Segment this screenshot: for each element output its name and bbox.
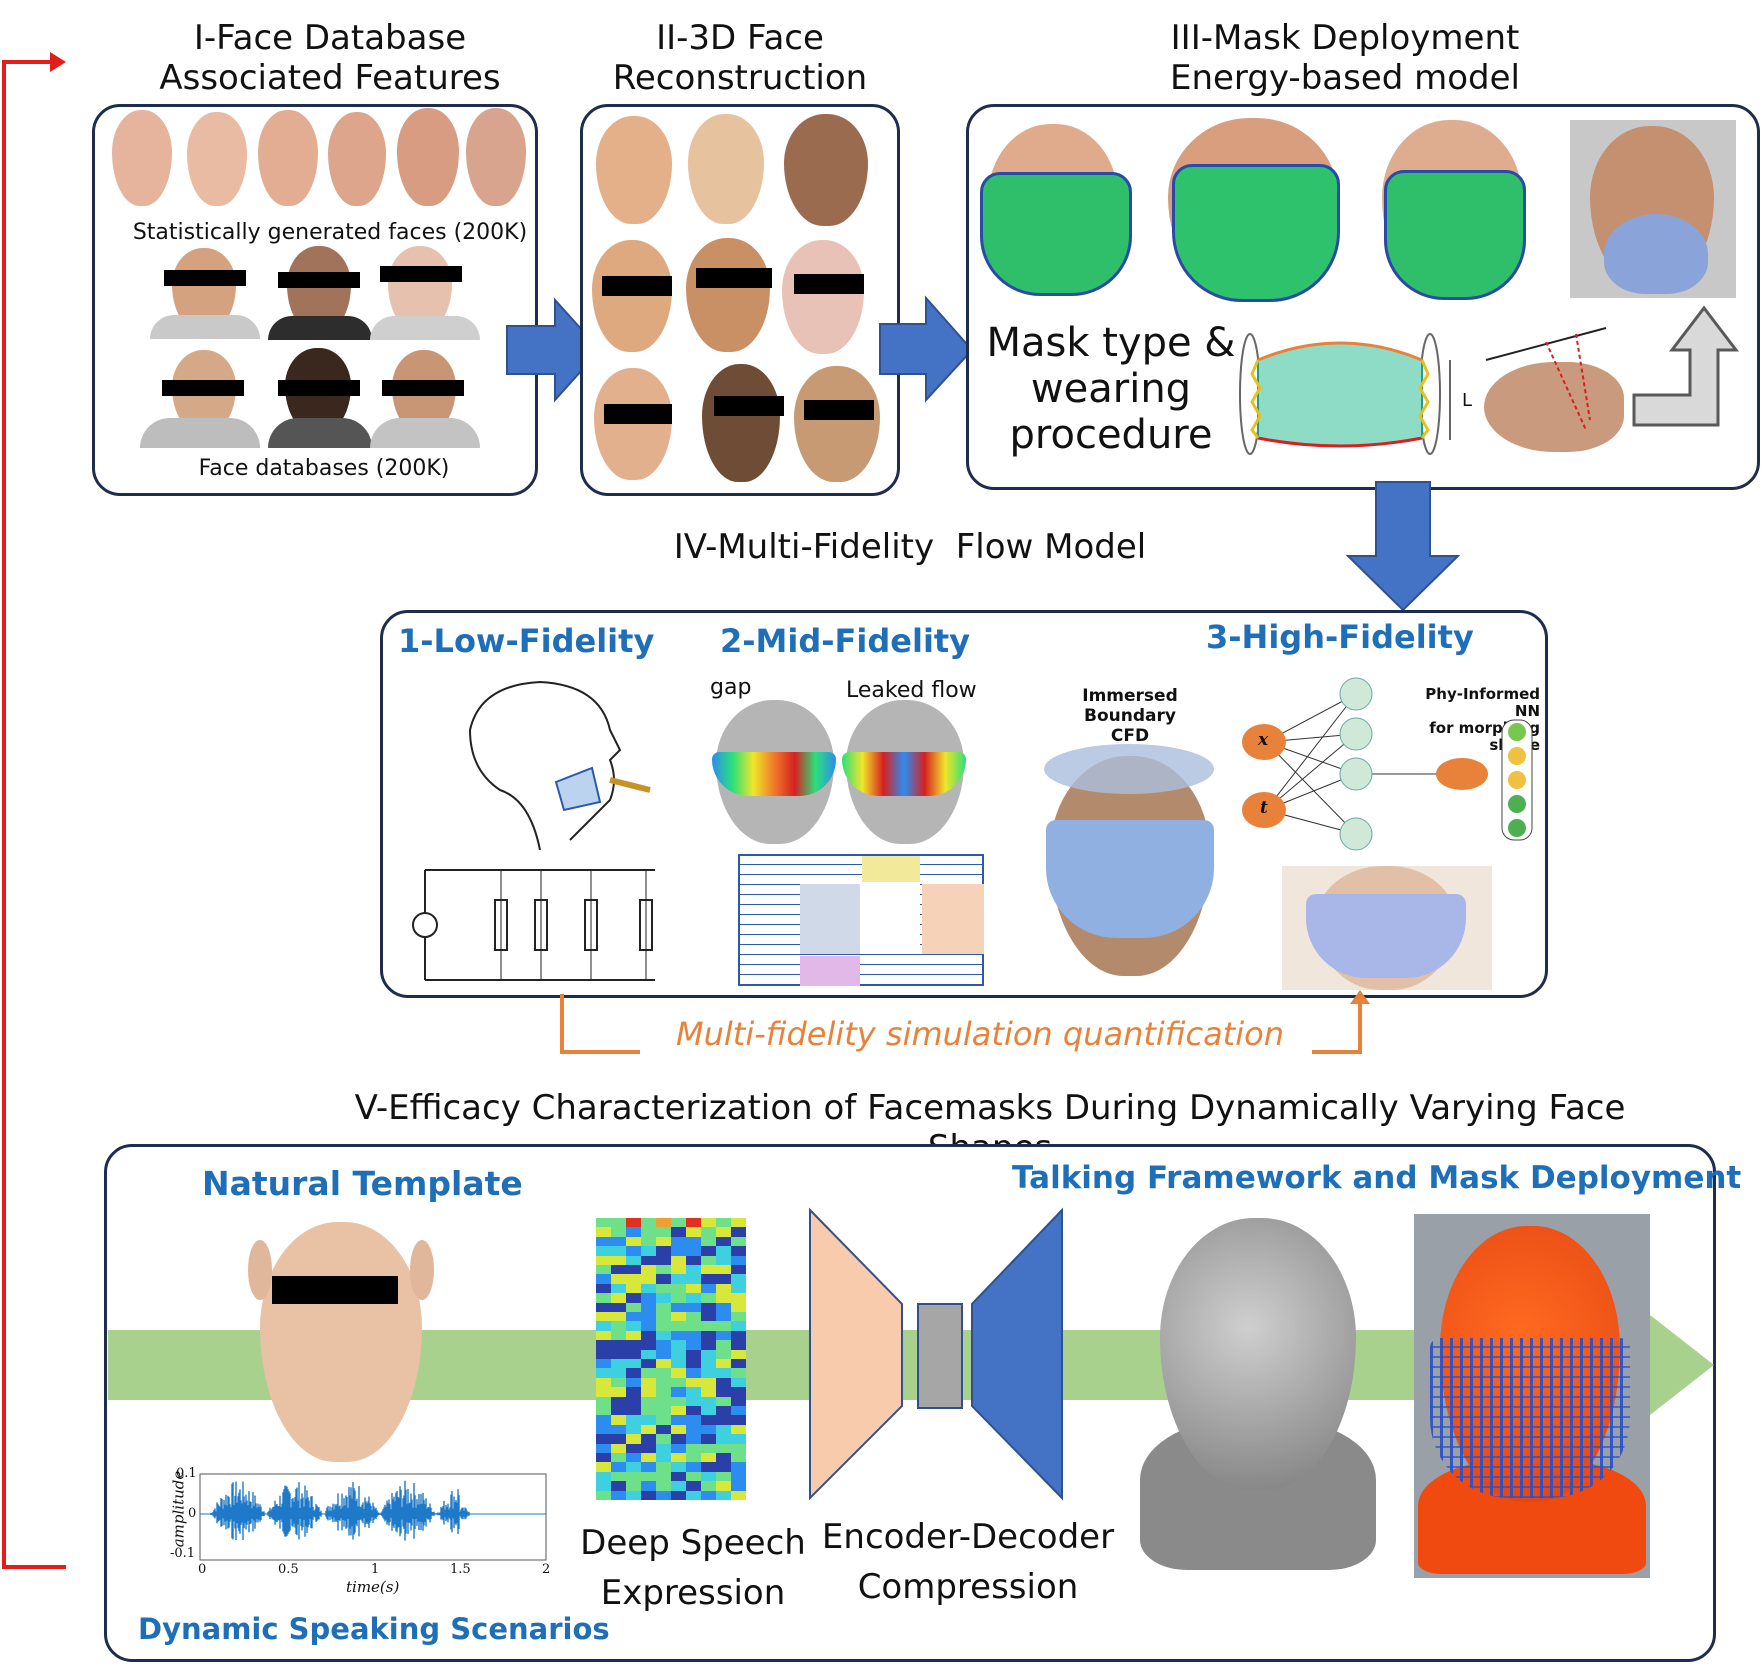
low-fidelity-heading: 1-Low-Fidelity: [398, 622, 655, 660]
waveform-xlabel: time(s): [346, 1578, 400, 1596]
natural-template-heading: Natural Template: [202, 1164, 523, 1203]
mask-schematic: [1239, 333, 1451, 455]
pinn-network: [1242, 677, 1533, 851]
pinn-input-t: t: [1260, 798, 1268, 818]
arrow-stage1-to-2: [506, 297, 602, 403]
arrow-stage3-to-4: [1345, 481, 1461, 612]
waveform-ytick-2: -0.1: [170, 1546, 196, 1561]
face-db-caption: Face databases (200K): [198, 456, 450, 481]
dynamic-scenarios-heading: Dynamic Speaking Scenarios: [138, 1612, 610, 1646]
waveform-ytick-1: 0: [188, 1506, 197, 1521]
deep-speech-heatmap: [596, 1218, 746, 1500]
waveform-xtick-3: 1.5: [450, 1562, 471, 1577]
synthetic-faces-caption: Statistically generated faces (200K): [132, 220, 528, 245]
waveform-xtick-2: 1: [371, 1562, 380, 1577]
waveform-xtick-0: 0: [198, 1562, 207, 1577]
feedback-label: Multi-fidelity simulation quantification: [676, 1015, 1284, 1053]
mid-fidelity-heading: 2-Mid-Fidelity: [720, 622, 971, 660]
arrow-stage2-to-3: [879, 295, 974, 403]
waveform-ylabel: amplitude: [169, 1470, 188, 1548]
orange-feedback-arrow: [560, 990, 1370, 1054]
encoder-decoder-shape: [809, 1207, 1063, 1501]
curved-arrow-up: [1632, 305, 1740, 427]
stage4-title: IV-Multi-Fidelity Flow Model: [673, 527, 1147, 567]
high-fidelity-heading: 3-High-Fidelity: [1206, 618, 1474, 656]
gap-label: gap: [710, 675, 752, 700]
mask-dimension-label: L: [1462, 390, 1473, 411]
pinn-input-x: x: [1258, 730, 1269, 750]
low-fidelity-head-sketch: [468, 680, 651, 851]
waveform-xtick-1: 0.5: [278, 1562, 299, 1577]
waveform-xtick-4: 2: [542, 1562, 551, 1577]
leaked-flow-label: Leaked flow: [846, 678, 977, 703]
talking-framework-heading: Talking Framework and Mask Deployment: [1012, 1160, 1742, 1196]
low-fidelity-circuit: [395, 860, 665, 984]
red-feedback-arrow: [2, 52, 66, 1569]
mid-fidelity-grid: [738, 854, 984, 986]
waveform-ytick-0: 0.1: [176, 1466, 197, 1481]
